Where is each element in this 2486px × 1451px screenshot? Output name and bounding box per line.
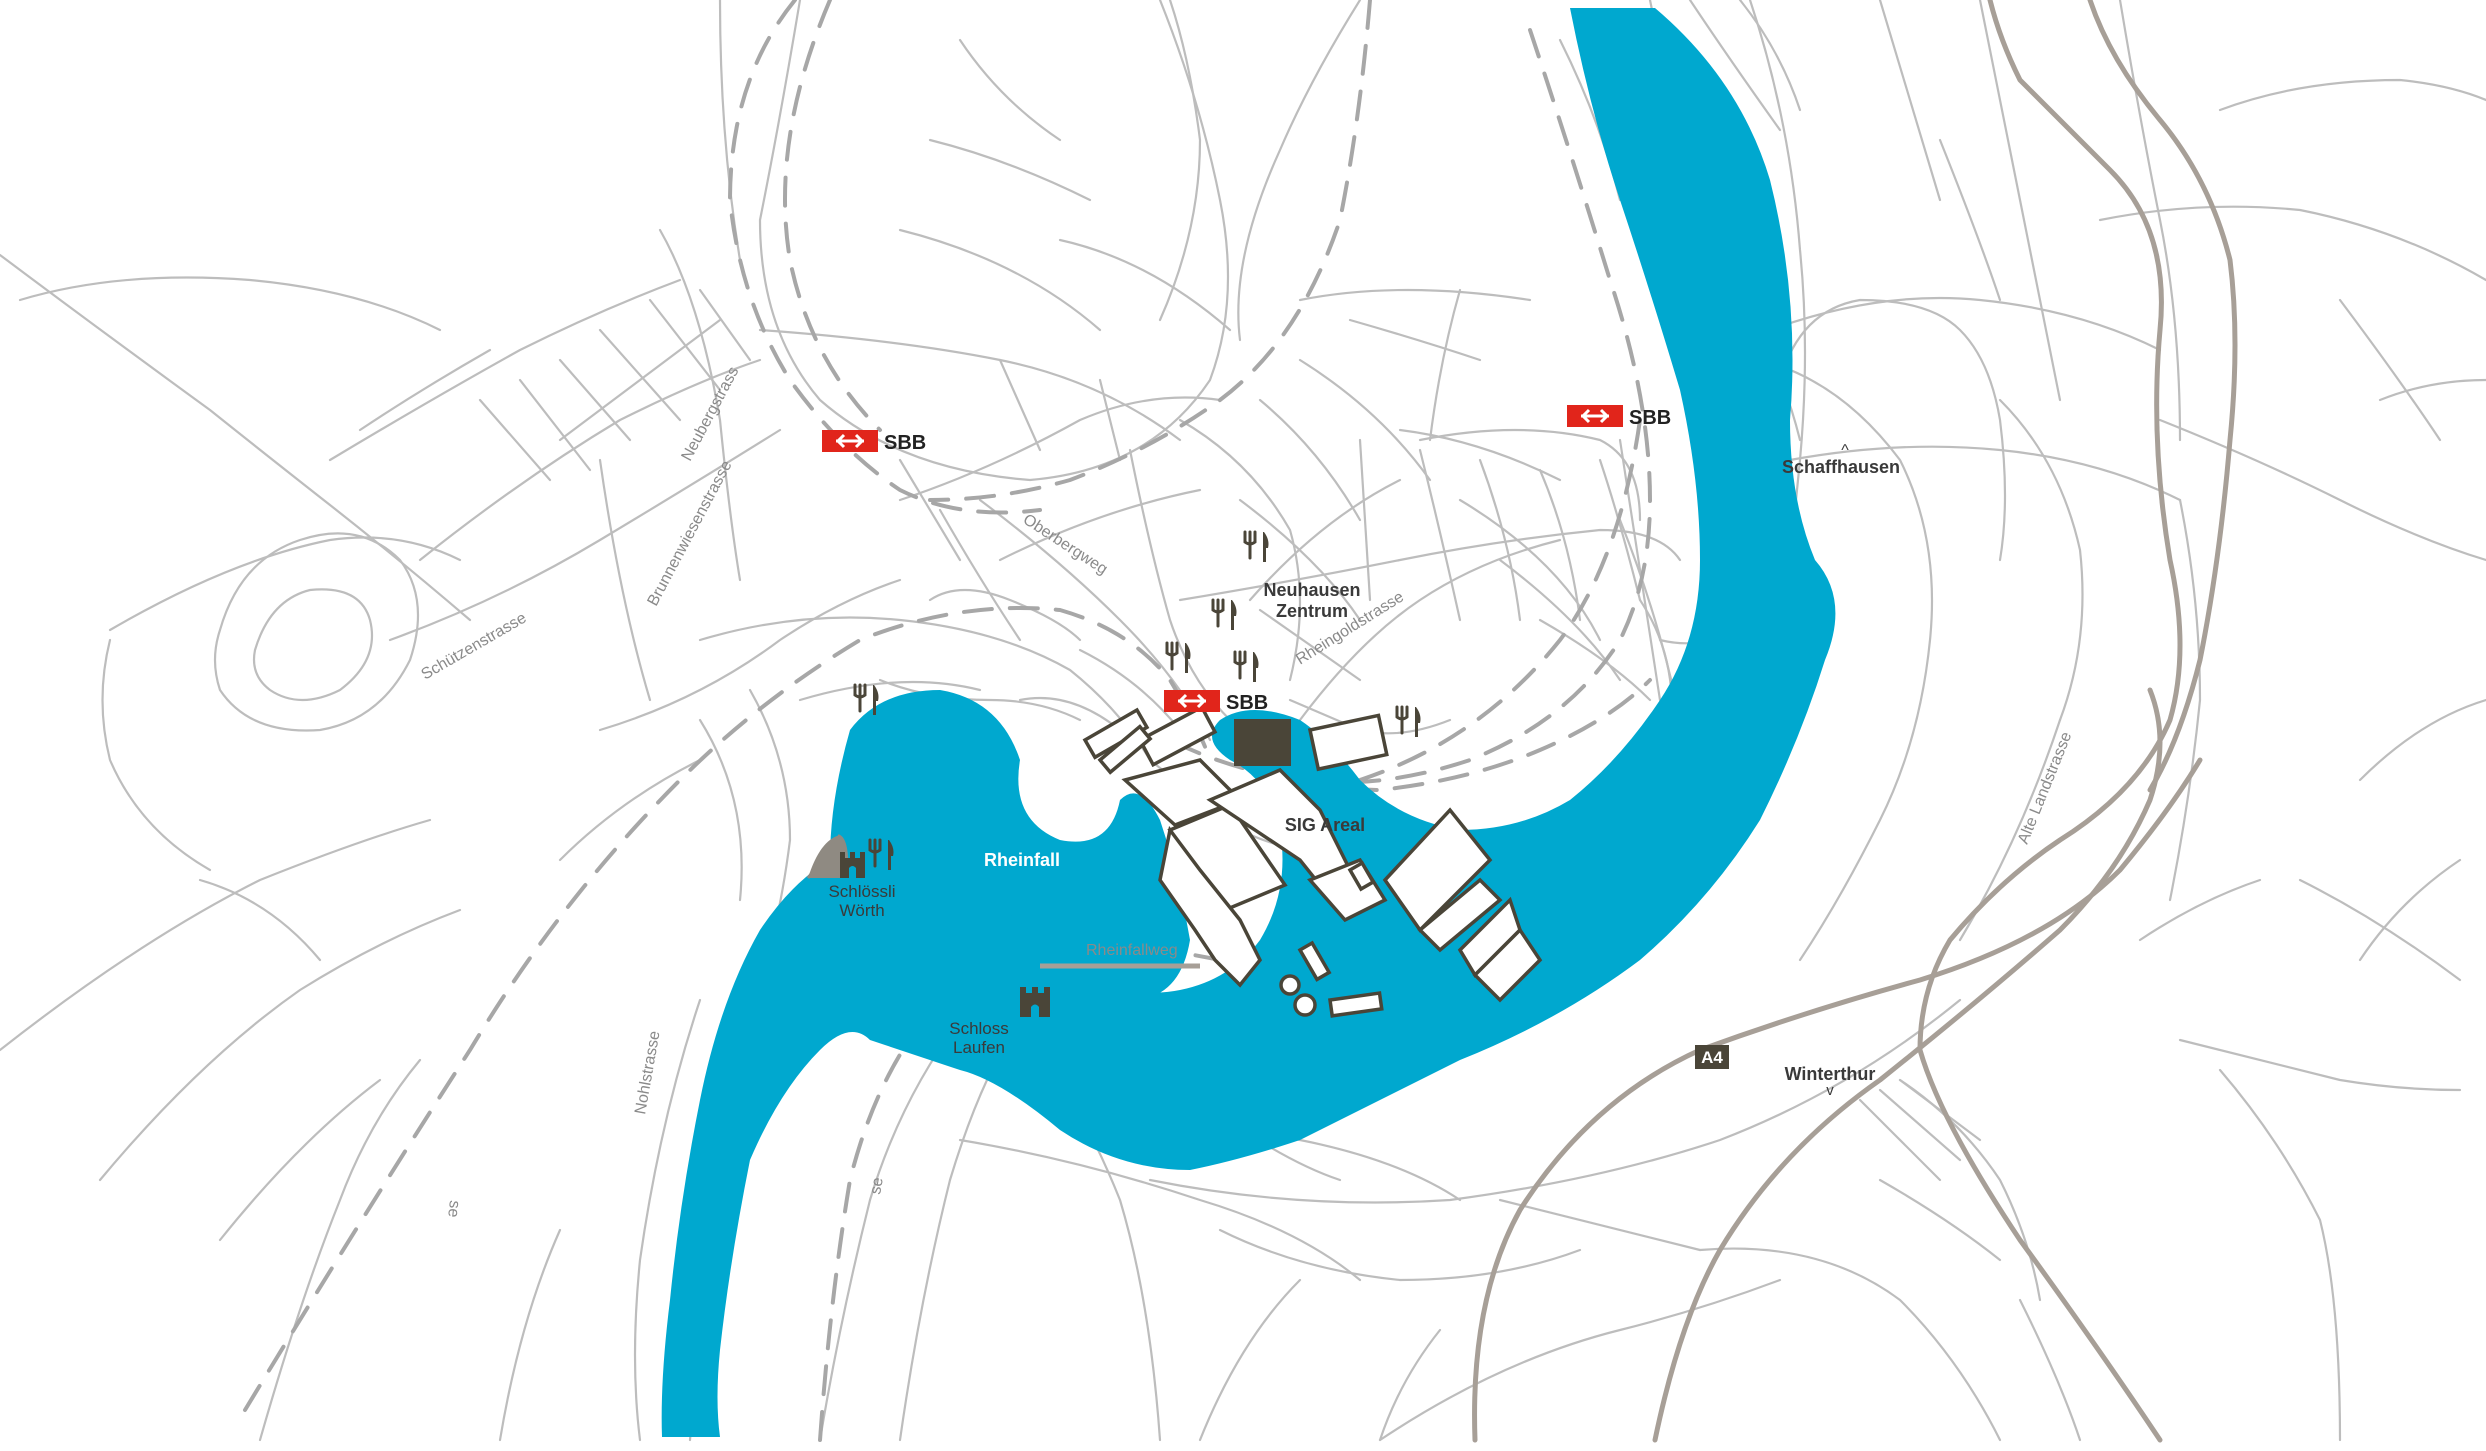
motorway-label: A4 [1701, 1048, 1723, 1067]
fork-knife-icon [1233, 650, 1259, 682]
station-label: SBB [884, 432, 926, 454]
fork-knife-icon [1165, 641, 1191, 673]
arrow-up-icon: ^ [1841, 442, 1849, 459]
sbb-station-east[interactable]: SBB [1567, 405, 1671, 429]
schloessli-label-line1: Schlössli [828, 882, 895, 901]
street-nohlstrasse: Nohlstrasse [632, 1029, 663, 1115]
direction-schaffhausen[interactable]: ^ Schaffhausen [1782, 442, 1900, 477]
fork-knife-icon [1211, 598, 1237, 630]
fork-knife-icon [868, 838, 894, 870]
alte-landstrasse [1652, 687, 2163, 1443]
fork-knife-icon [1243, 530, 1269, 562]
street-brunnenwiesenstrasse: Brunnenwiesenstrasse [645, 458, 736, 609]
schloss-label-line2: Laufen [953, 1038, 1005, 1057]
sig-areal-label: SIG Areal [1285, 815, 1365, 835]
street-rheinfallweg: Rheinfallweg [1086, 942, 1178, 959]
a4-motorway-badge: A4 [1695, 1045, 1729, 1069]
schloss-label-line1: Schloss [949, 1019, 1009, 1038]
castle-icon [1020, 987, 1050, 1017]
a4-motorway [1472, 757, 2203, 1443]
arrow-down-icon: v [1826, 1082, 1834, 1099]
fork-knife-icon [1395, 705, 1421, 737]
station-label: SBB [1629, 407, 1671, 429]
neuhausen-label-line2: Zentrum [1276, 601, 1348, 621]
sbb-station-center[interactable]: SBB [1164, 690, 1268, 714]
street-alte-landstrasse: Alte Landstrasse [2015, 730, 2075, 847]
schloessli-label-line2: Wörth [839, 901, 884, 920]
sbb-logo-icon [822, 430, 878, 452]
station-label: SBB [1226, 692, 1268, 714]
schaffhausen-label: Schaffhausen [1782, 457, 1900, 477]
sbb-logo-icon [1567, 405, 1623, 427]
street-schuetzenstrasse: Schützenstrasse [419, 610, 530, 684]
major-roads [1472, 0, 2238, 1443]
street-fragment-se: se [867, 1176, 887, 1196]
rheinfall-basin [825, 690, 1190, 1000]
winterthur-label: Winterthur [1785, 1064, 1876, 1084]
viewpoint-icon [806, 834, 849, 879]
neuhausen-label-line1: Neuhausen [1263, 580, 1360, 600]
sig-areal-buildings [1082, 704, 1543, 1018]
rheinfall-label: Rheinfall [984, 850, 1060, 870]
castle-icon [840, 852, 865, 878]
sbb-logo-icon [1164, 690, 1220, 712]
street-fragment-ae: se [444, 1200, 463, 1219]
fork-knife-icon [853, 683, 879, 715]
sbb-station-west[interactable]: SBB [822, 430, 926, 454]
direction-winterthur[interactable]: Winterthur v [1785, 1064, 1876, 1099]
